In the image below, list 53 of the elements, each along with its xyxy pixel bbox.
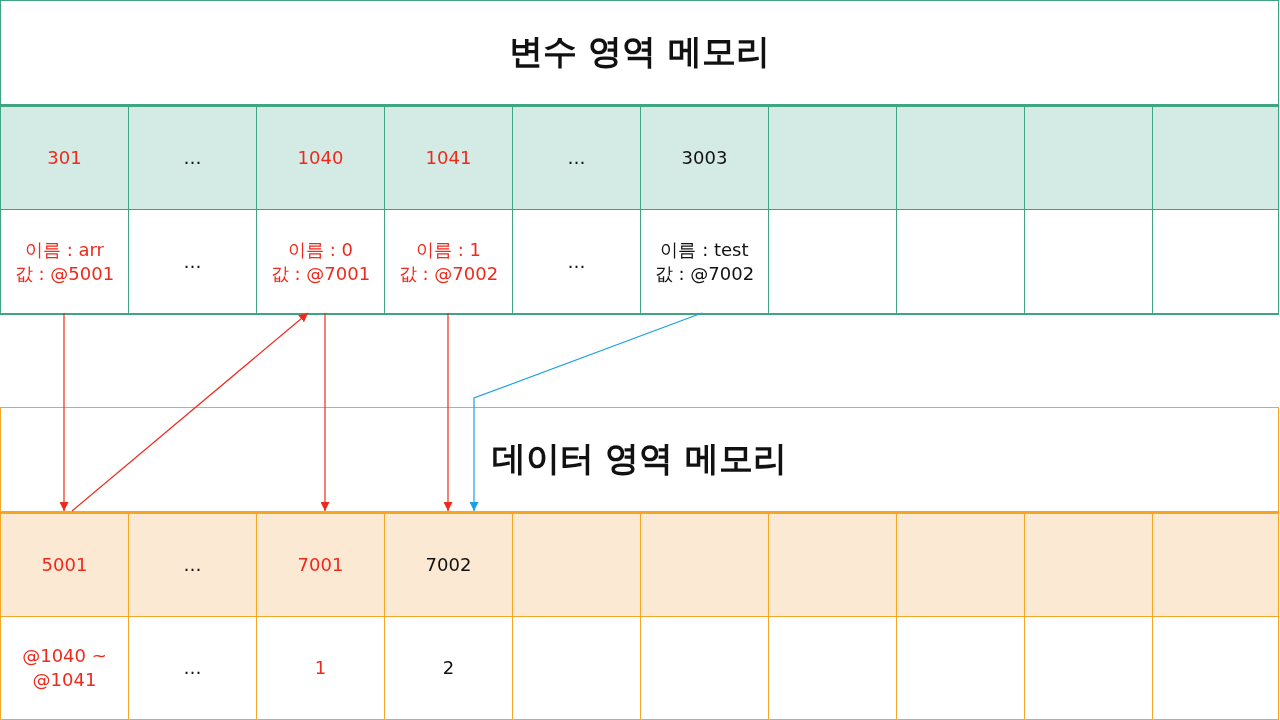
memory-cell — [896, 104, 1025, 210]
section-title: 데이터 영역 메모리 — [491, 437, 788, 480]
memory-cell — [384, 104, 513, 210]
memory-section — [0, 407, 1279, 720]
memory-cell — [768, 511, 897, 617]
memory-cell — [1152, 511, 1279, 617]
cell-text: … — [183, 146, 202, 170]
cell-text: 2 — [442, 656, 455, 680]
arrow — [320, 312, 330, 512]
cell-text: … — [183, 249, 202, 274]
cell-text: 값 : @5001 — [14, 261, 115, 286]
cell-text: @1040 ~ @1041 — [21, 644, 108, 692]
cell-text: … — [567, 249, 586, 274]
cell-text: 7002 — [425, 553, 472, 577]
memory-cell — [384, 511, 513, 617]
cell-text: 이름 : test — [660, 237, 749, 262]
memory-cell — [128, 104, 257, 210]
cell-text: 1040 — [297, 146, 344, 170]
cell-text: 값 : @7002 — [398, 261, 499, 286]
cell-text: 3003 — [681, 146, 728, 170]
memory-cell — [768, 104, 897, 210]
memory-cell — [256, 104, 385, 210]
cell-text: 이름 : arr — [25, 237, 104, 262]
memory-cell — [896, 511, 1025, 617]
cell-text: 1 — [314, 656, 327, 680]
cell-text: 7001 — [297, 553, 344, 577]
memory-cell — [1024, 511, 1153, 617]
cell-text: … — [183, 553, 202, 577]
cell-text: 이름 : 1 — [416, 237, 481, 262]
memory-section — [0, 0, 1279, 315]
section-title: 변수 영역 메모리 — [508, 30, 771, 73]
memory-cell — [256, 511, 385, 617]
arrow — [59, 312, 69, 512]
memory-cell — [640, 511, 769, 617]
memory-cell — [1024, 104, 1153, 210]
cell-text: 값 : @7002 — [654, 261, 755, 286]
memory-cell — [128, 511, 257, 617]
cell-text: 값 : @7001 — [270, 261, 371, 286]
memory-cell — [512, 104, 641, 210]
arrow — [71, 312, 309, 512]
cell-text: … — [183, 656, 202, 680]
memory-cell — [640, 104, 769, 210]
memory-cell — [512, 511, 641, 617]
arrow — [469, 312, 703, 512]
cell-text: 이름 : 0 — [288, 237, 353, 262]
memory-cell — [0, 104, 129, 210]
memory-cell — [0, 511, 129, 617]
cell-text: … — [567, 146, 586, 170]
arrow — [443, 312, 453, 512]
cell-text: 5001 — [41, 553, 88, 577]
cell-text: 1041 — [425, 146, 472, 170]
memory-cell — [1152, 104, 1279, 210]
cell-text: 301 — [47, 146, 82, 170]
